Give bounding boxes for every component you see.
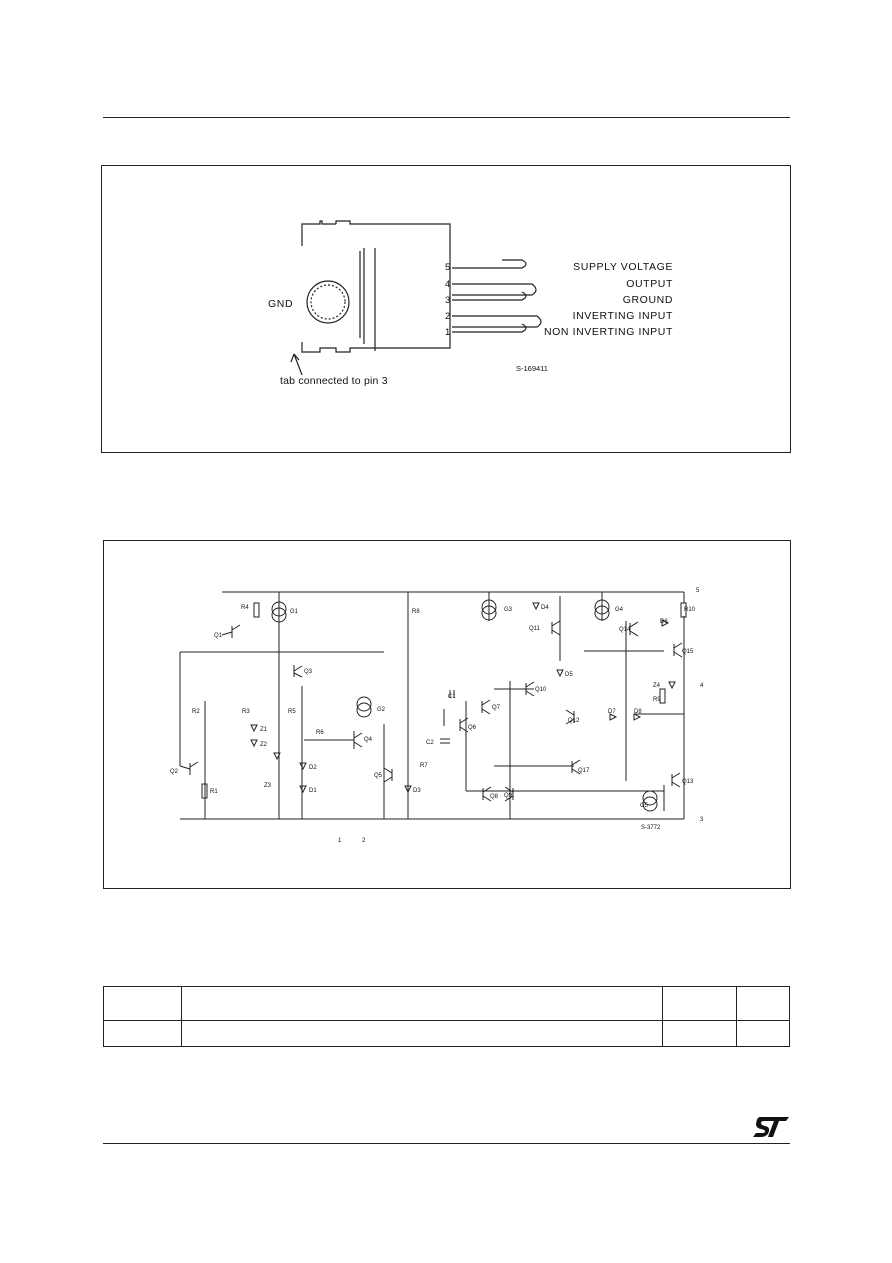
label-q9: Q9 xyxy=(504,793,513,799)
pin-5-label: SUPPLY VOLTAGE xyxy=(573,261,673,273)
label-q2: Q2 xyxy=(170,769,179,775)
label-q3: Q3 xyxy=(304,669,313,675)
drawing-code: S-169411 xyxy=(516,364,548,373)
label-d4: D4 xyxy=(541,605,549,611)
label-r5: R5 xyxy=(288,709,296,715)
pin-1-label: NON INVERTING INPUT xyxy=(544,326,673,338)
terminal-1: 1 xyxy=(338,838,342,844)
table-cell xyxy=(103,986,182,1021)
label-q12: Q12 xyxy=(568,718,580,724)
label-r8: R8 xyxy=(412,609,420,615)
table-cell xyxy=(181,1020,663,1047)
pin-4-number: 4 xyxy=(445,279,450,290)
tab-note: tab connected to pin 3 xyxy=(280,375,388,387)
table-cell xyxy=(103,1020,182,1047)
label-r1: R1 xyxy=(210,789,218,795)
st-logo-icon xyxy=(753,1117,789,1137)
label-d1: D1 xyxy=(309,788,317,794)
pin-4-label: OUTPUT xyxy=(626,278,673,290)
table-cell xyxy=(662,986,737,1021)
label-z4: Z4 xyxy=(653,683,661,689)
table-row xyxy=(103,1020,790,1047)
label-r9: R9 xyxy=(653,697,661,703)
label-z3: Z3 xyxy=(264,783,272,789)
label-r3: R3 xyxy=(242,709,250,715)
terminal-3: 3 xyxy=(700,817,704,823)
label-r4: R4 xyxy=(241,605,249,611)
pin-3-label: GROUND xyxy=(623,294,673,306)
label-c1: C1 xyxy=(448,694,456,700)
label-q5: Q5 xyxy=(374,773,383,779)
terminal-2: 2 xyxy=(362,838,366,844)
label-c2: C2 xyxy=(426,740,434,746)
label-g1: G1 xyxy=(290,609,299,615)
label-g5: G5 xyxy=(640,803,649,809)
pin-2-label: INVERTING INPUT xyxy=(573,310,673,322)
schematic-drawing: R4 Q1 Q2 R1 R2 R3 Z1 Z2 Z3 Q3 R5 D2 D1 R… xyxy=(170,588,704,844)
label-d3: D3 xyxy=(413,788,421,794)
label-r2: R2 xyxy=(192,709,200,715)
label-d5: D5 xyxy=(565,672,573,678)
label-d2: D2 xyxy=(309,765,317,771)
parameter-table xyxy=(103,986,790,1047)
schematic-code: S-3772 xyxy=(641,825,661,831)
label-q15: Q15 xyxy=(682,649,694,655)
table-cell xyxy=(736,986,790,1021)
label-q14: Q14 xyxy=(619,627,631,633)
terminal-5: 5 xyxy=(696,588,700,594)
label-q4: Q4 xyxy=(364,737,373,743)
label-r6: R6 xyxy=(316,730,324,736)
table-cell xyxy=(662,1020,737,1047)
pin-3-number: 3 xyxy=(445,295,450,306)
label-r7: R7 xyxy=(420,763,428,769)
label-g2: G2 xyxy=(377,707,386,713)
pin-1-number: 1 xyxy=(445,327,450,338)
label-d7: D7 xyxy=(608,709,616,715)
terminal-4: 4 xyxy=(700,683,704,689)
label-q11: Q11 xyxy=(529,626,541,632)
label-q7: Q7 xyxy=(492,705,501,711)
label-r10: R10 xyxy=(684,607,696,613)
pin-connection-figure: GND tab connected to pin 3 S-169411 5 4 … xyxy=(101,165,791,453)
label-q17: Q17 xyxy=(578,768,590,774)
package-drawing: GND tab connected to pin 3 S-169411 5 4 … xyxy=(268,220,673,387)
gnd-label: GND xyxy=(268,298,293,310)
label-g4: G4 xyxy=(615,607,624,613)
label-z1: Z1 xyxy=(260,727,268,733)
pin-5-number: 5 xyxy=(445,262,450,273)
schematic-figure: R4 Q1 Q2 R1 R2 R3 Z1 Z2 Z3 Q3 R5 D2 D1 R… xyxy=(103,540,791,889)
table-cell xyxy=(736,1020,790,1047)
label-q13: Q13 xyxy=(682,779,694,785)
label-q10: Q10 xyxy=(535,687,547,693)
label-q1: Q1 xyxy=(214,633,223,639)
footer-rule xyxy=(103,1143,790,1144)
label-q8: Q8 xyxy=(490,794,499,800)
table-header-row xyxy=(103,986,790,1021)
header-rule xyxy=(103,117,790,118)
table-cell xyxy=(181,986,663,1021)
pin-2-number: 2 xyxy=(445,311,450,322)
label-q6: Q6 xyxy=(468,725,477,731)
label-g3: G3 xyxy=(504,607,513,613)
label-d6: D6 xyxy=(660,619,668,625)
label-d8: D8 xyxy=(634,709,642,715)
label-z2: Z2 xyxy=(260,742,268,748)
